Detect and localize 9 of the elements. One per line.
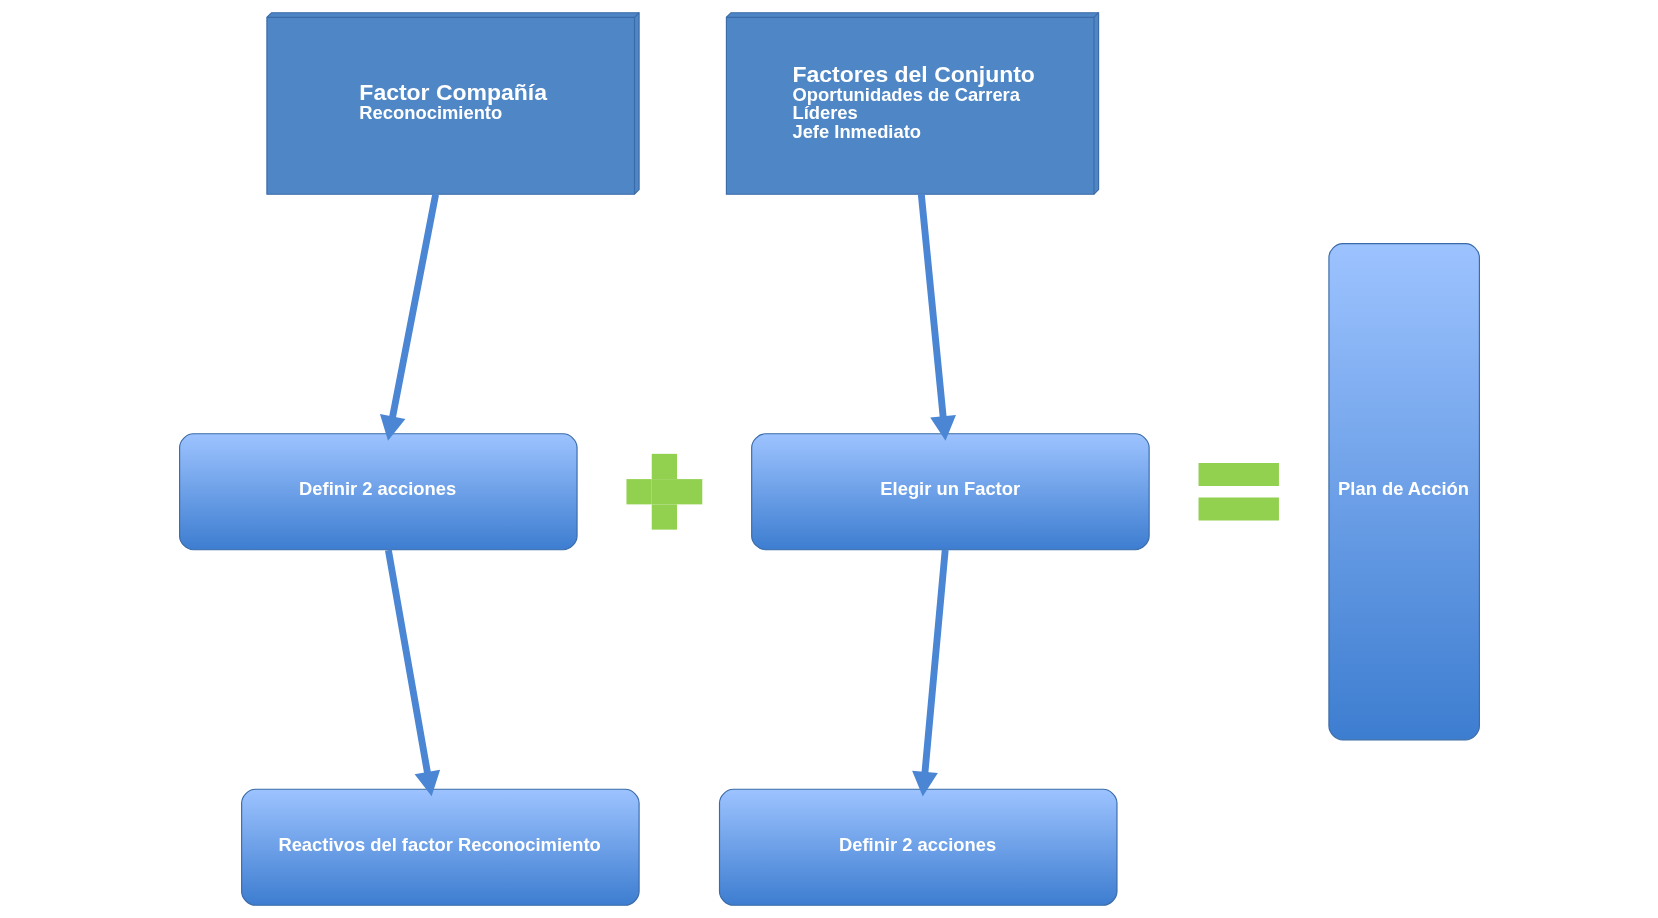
arrow bbox=[379, 193, 439, 441]
arrow bbox=[911, 549, 949, 797]
node-box: Plan de Acción bbox=[1327, 243, 1480, 741]
node-box: Definir 2 acciones bbox=[178, 433, 578, 551]
node-box: Definir 2 acciones bbox=[718, 788, 1118, 906]
node-box: Reactivos del factor Reconocimiento bbox=[240, 788, 640, 906]
node-box: Elegir un Factor bbox=[750, 433, 1150, 551]
arrow bbox=[917, 194, 956, 441]
arrow bbox=[384, 549, 440, 797]
